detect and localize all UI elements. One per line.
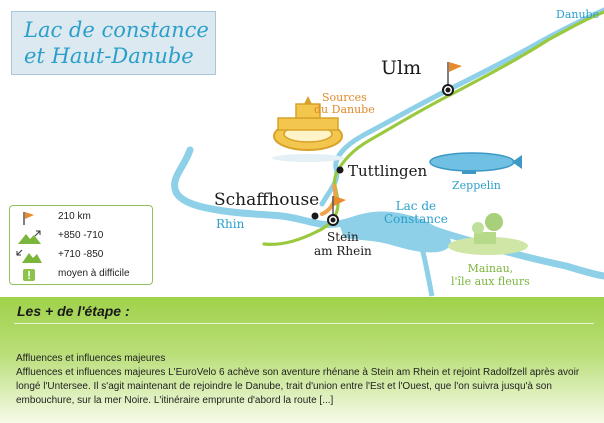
highlights-heading: Affluences et influences majeures: [16, 353, 166, 364]
stein-flag-icon: [327, 196, 346, 226]
route-map: [171, 7, 604, 297]
label-sources: Sources du Danube: [314, 92, 375, 116]
legend: 210 km +850 -710 +710 -850 mo: [9, 205, 153, 285]
label-ulm: Ulm: [381, 57, 422, 79]
highlights-divider: [14, 323, 594, 324]
label-zeppelin: Zeppelin: [452, 179, 501, 192]
island-icon: [448, 213, 528, 255]
label-stein-line2: am Rhein: [314, 244, 372, 258]
label-sources-line1: Sources: [321, 91, 367, 104]
cycle-route: [262, 10, 604, 246]
highlights-text: Affluences et influences majeures L'Euro…: [16, 367, 580, 406]
label-mainau-line1: Mainau,: [467, 262, 514, 275]
map-title-line2: et Haut-Danube: [24, 44, 194, 68]
label-lake-line1: Lac de: [395, 199, 437, 213]
label-sources-line2: du Danube: [314, 103, 375, 116]
lake-lower: [417, 239, 435, 297]
label-stein-line1: Stein: [327, 230, 359, 244]
highlights-panel: Les + de l'étape : Affluences et influen…: [0, 297, 604, 423]
difficulty-icon: [23, 269, 35, 281]
label-danube: Danube: [556, 8, 600, 21]
label-tuttlingen: Tuttlingen: [348, 162, 428, 180]
legend-row-distance: 210 km: [16, 210, 150, 226]
danube-river: [319, 7, 604, 207]
zeppelin-icon: [429, 152, 522, 174]
label-mainau: Mainau, l'île aux fleurs: [451, 262, 530, 288]
label-mainau-line2: l'île aux fleurs: [451, 275, 530, 288]
legend-descent: +710 -850: [58, 249, 104, 260]
legend-difficulty: moyen à difficile: [58, 268, 130, 279]
label-lake: Lac de Constance: [384, 200, 448, 226]
flag-icon: [23, 212, 34, 225]
ulm-flag-icon: [442, 62, 462, 96]
label-rhine: Rhin: [216, 217, 245, 231]
tuttlingen-dot: [336, 166, 344, 174]
label-stein: Stein am Rhein: [314, 230, 372, 258]
fountain-icon: [272, 96, 344, 162]
label-lake-line2: Constance: [384, 212, 448, 226]
ascent-icon: [18, 230, 41, 244]
lake-constance: [340, 211, 452, 253]
highlights-title: Les + de l'étape :: [17, 303, 130, 319]
map-title-line1: Lac de constance: [24, 18, 209, 42]
label-schaffhouse: Schaffhouse: [214, 190, 320, 210]
map-title-box: Lac de constance et Haut-Danube: [11, 11, 216, 75]
descent-icon: [16, 249, 42, 263]
legend-distance: 210 km: [58, 211, 91, 222]
legend-row-descent: +710 -850: [16, 248, 150, 264]
legend-ascent: +850 -710: [58, 230, 104, 241]
legend-row-ascent: +850 -710: [16, 229, 150, 245]
schaffhouse-dot: [311, 212, 319, 220]
legend-row-difficulty: moyen à difficile: [16, 267, 150, 283]
